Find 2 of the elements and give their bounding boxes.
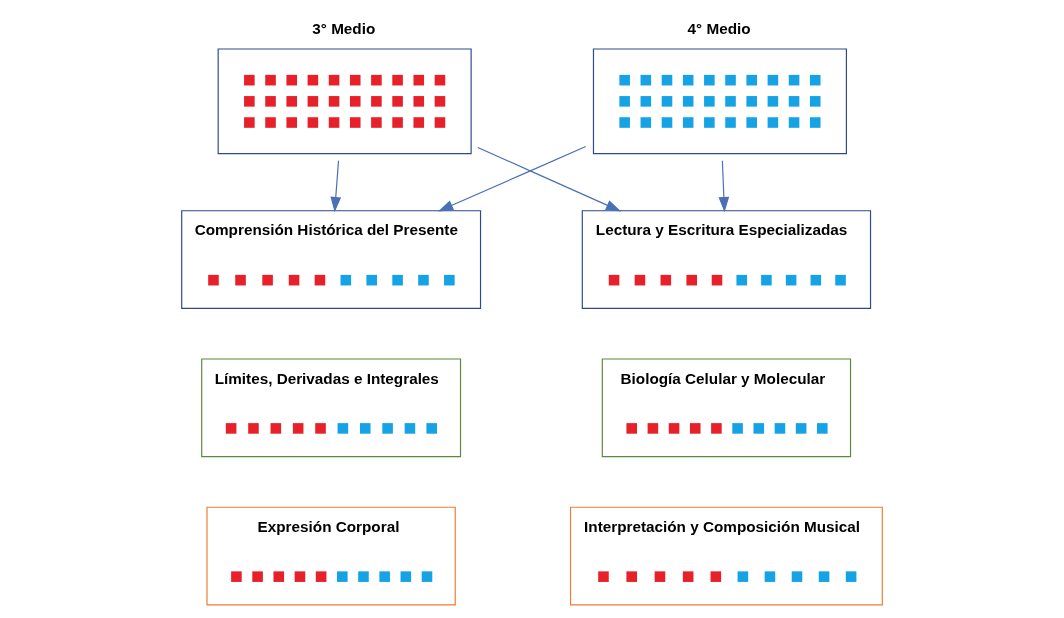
node-label: 4° Medio bbox=[687, 20, 751, 38]
node-label: 3° Medio bbox=[312, 20, 376, 38]
